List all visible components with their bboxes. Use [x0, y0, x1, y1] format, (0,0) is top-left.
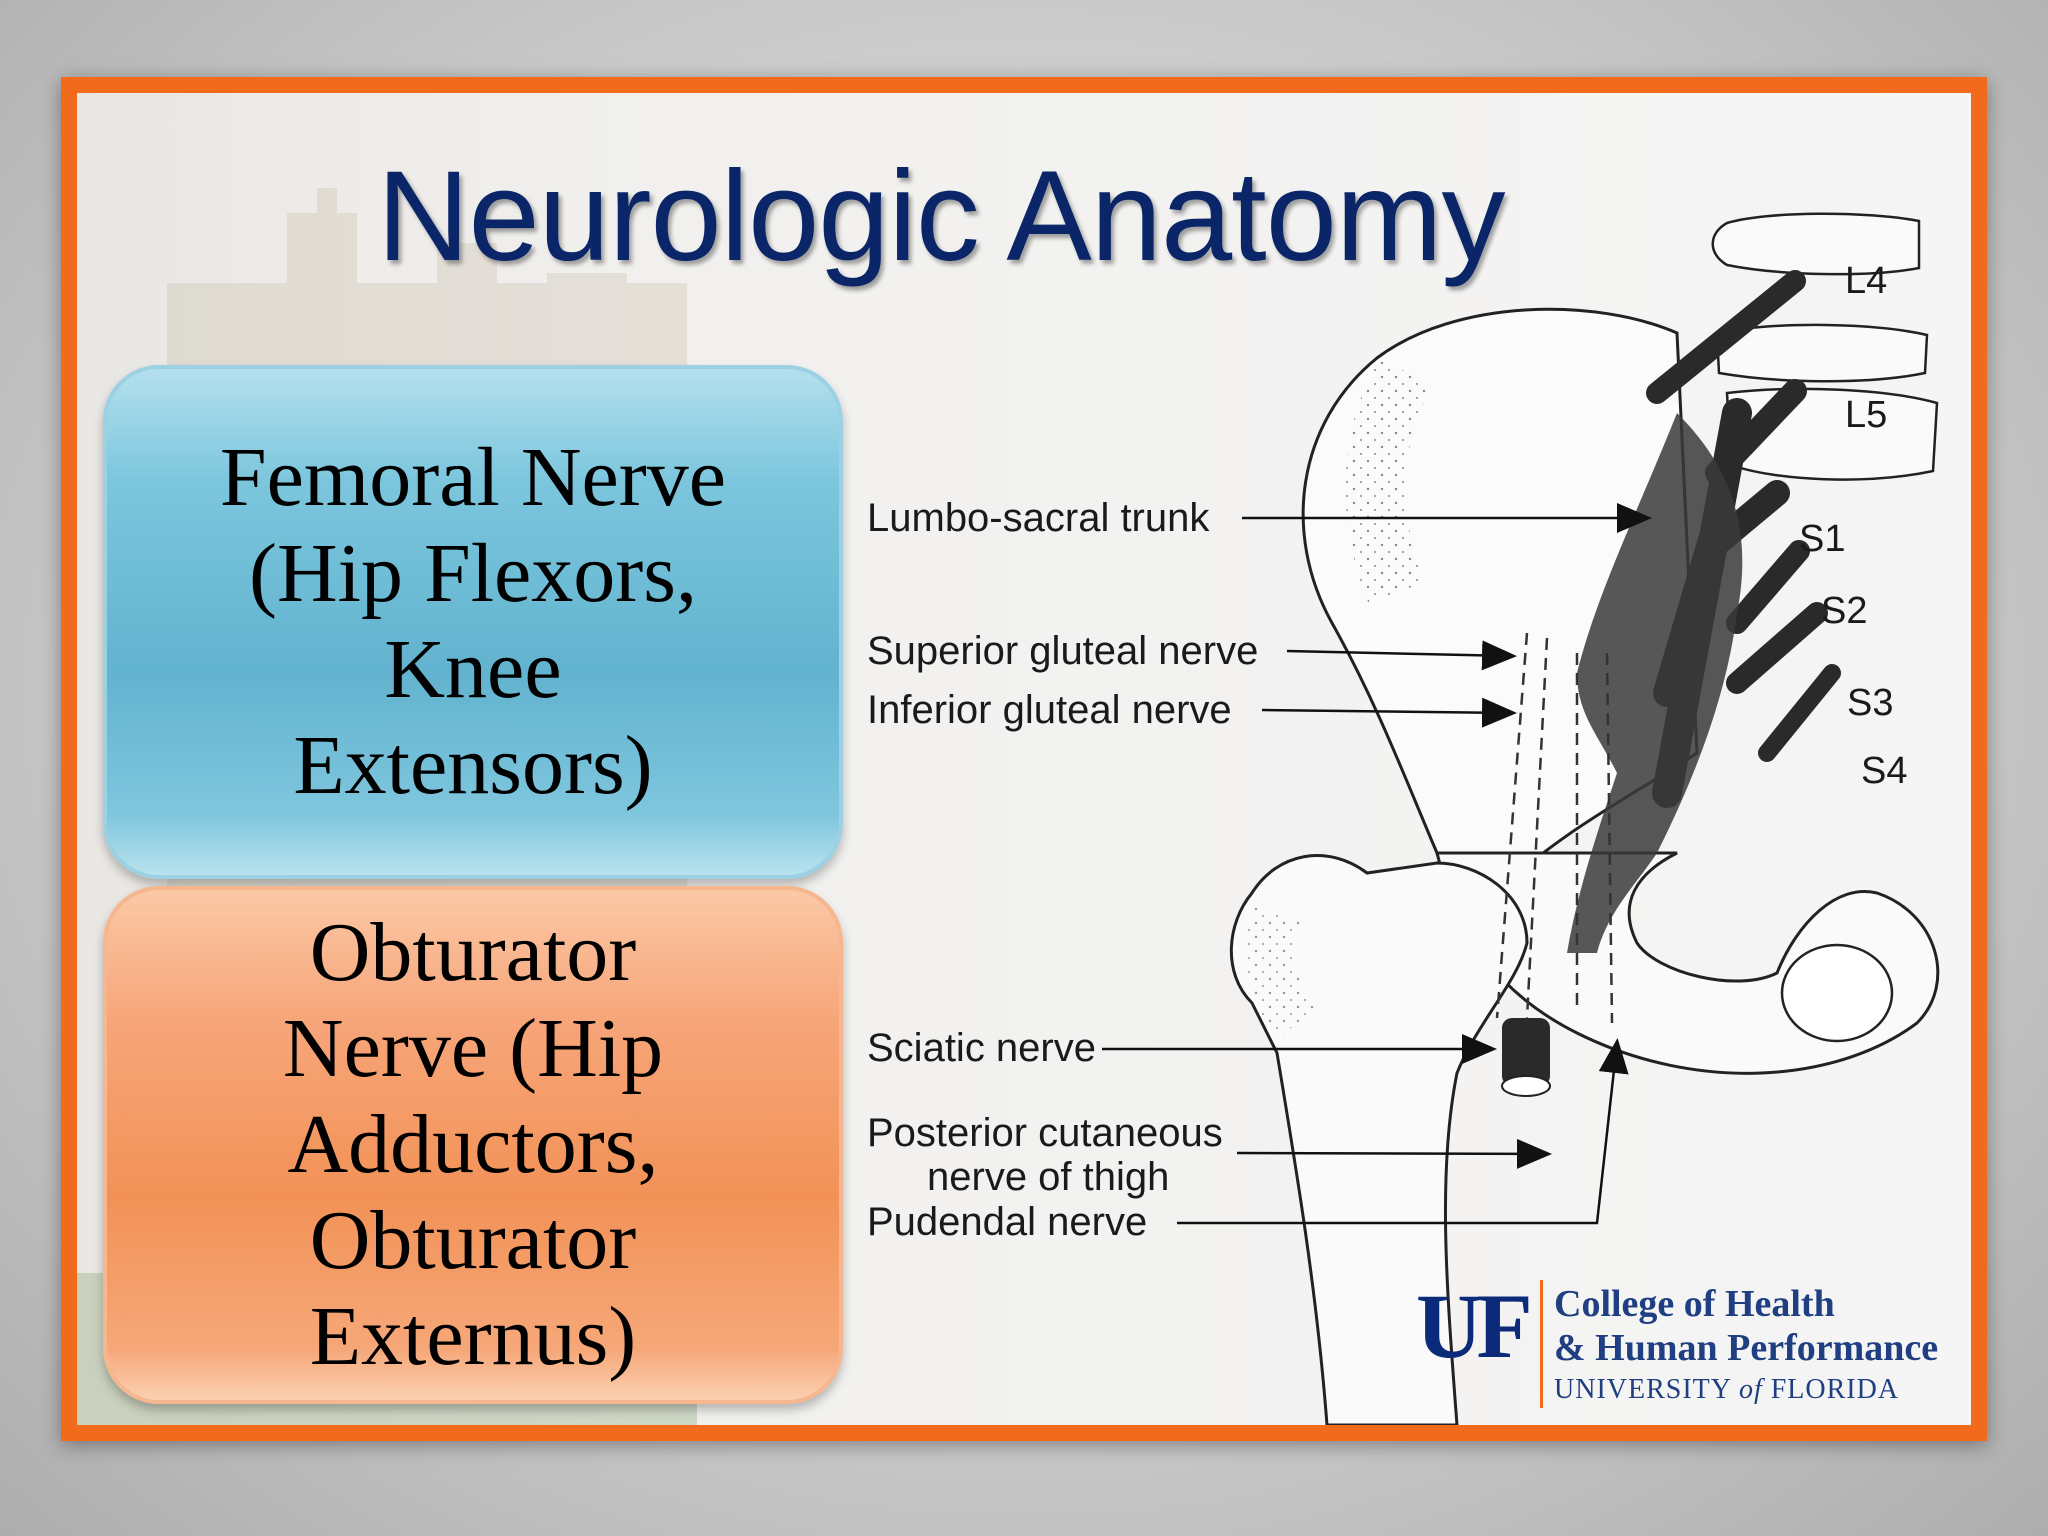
slide-frame: Neurologic Anatomy Femoral Nerve (Hip Fl…	[61, 77, 1987, 1441]
label-sciatic: Sciatic nerve	[867, 1026, 1497, 1070]
label-inferior-gluteal-text: Inferior gluteal nerve	[867, 688, 1232, 732]
logo-line-university: UNIVERSITY of FLORIDA	[1554, 1374, 1899, 1406]
logo-of-word: of	[1738, 1374, 1763, 1405]
nerve-course-dashes	[1495, 632, 1614, 1024]
root-label-l4: L4	[1845, 260, 1887, 302]
obturator-nerve-box: Obturator Nerve (Hip Adductors, Obturato…	[103, 886, 843, 1404]
sciatic-nerve-stump	[1502, 1018, 1550, 1086]
logo-university-word: UNIVERSITY	[1554, 1374, 1739, 1405]
root-label-s1: S1	[1799, 518, 1845, 560]
femoral-line-1: Femoral Nerve	[219, 431, 727, 524]
root-label-s4: S4	[1861, 750, 1907, 792]
label-posterior-cutaneous-line2: nerve of thigh	[927, 1155, 1169, 1199]
obturator-line-4: Obturator	[309, 1194, 637, 1287]
label-pudendal-text: Pudendal nerve	[867, 1200, 1147, 1244]
label-superior-gluteal-text: Superior gluteal nerve	[867, 629, 1258, 673]
label-sciatic-text: Sciatic nerve	[867, 1026, 1096, 1070]
femoral-nerve-box: Femoral Nerve (Hip Flexors, Knee Extenso…	[103, 365, 843, 879]
obturator-line-1: Obturator	[309, 906, 637, 999]
obturator-line-3: Adductors,	[287, 1098, 659, 1191]
logo-line-human-performance: & Human Performance	[1554, 1327, 1939, 1369]
root-label-s2: S2	[1821, 590, 1867, 632]
obturator-nerve-text: Obturator Nerve (Hip Adductors, Obturato…	[283, 905, 663, 1385]
label-posterior-cutaneous: Posterior cutaneous nerve of thigh	[867, 1111, 1552, 1199]
obturator-line-5: Externus)	[309, 1290, 637, 1383]
femoral-nerve-text: Femoral Nerve (Hip Flexors, Knee Extenso…	[220, 430, 726, 814]
label-posterior-cutaneous-line1: Posterior cutaneous	[867, 1111, 1223, 1155]
femoral-line-3: Knee	[384, 623, 562, 716]
logo-divider	[1540, 1280, 1543, 1408]
uf-college-logo: UF College of Health & Human Performance…	[1416, 1270, 1971, 1420]
obturator-line-2: Nerve (Hip	[282, 1002, 664, 1095]
root-label-s3: S3	[1847, 682, 1893, 724]
label-superior-gluteal: Superior gluteal nerve	[867, 629, 1517, 673]
label-inferior-gluteal: Inferior gluteal nerve	[867, 688, 1517, 732]
logo-florida-word: FLORIDA	[1762, 1374, 1900, 1405]
sacral-plexus-diagram: Lumbo-sacral trunk Superior gluteal nerv…	[867, 212, 1940, 1425]
label-lumbo-sacral-text: Lumbo-sacral trunk	[867, 496, 1210, 540]
label-pudendal: Pudendal nerve	[867, 1038, 1629, 1244]
root-label-l5: L5	[1845, 394, 1887, 436]
obturator-foramen	[1780, 943, 1894, 1043]
label-lumbo-sacral: Lumbo-sacral trunk	[867, 496, 1652, 540]
logo-line-college: College of Health	[1554, 1283, 1835, 1325]
slide-title: Neurologic Anatomy	[377, 145, 1506, 288]
plexus-mass	[1567, 413, 1743, 953]
femoral-line-2: (Hip Flexors,	[249, 527, 697, 620]
femoral-line-4: Extensors)	[293, 719, 653, 812]
uf-logo-mark: UF	[1416, 1275, 1533, 1377]
